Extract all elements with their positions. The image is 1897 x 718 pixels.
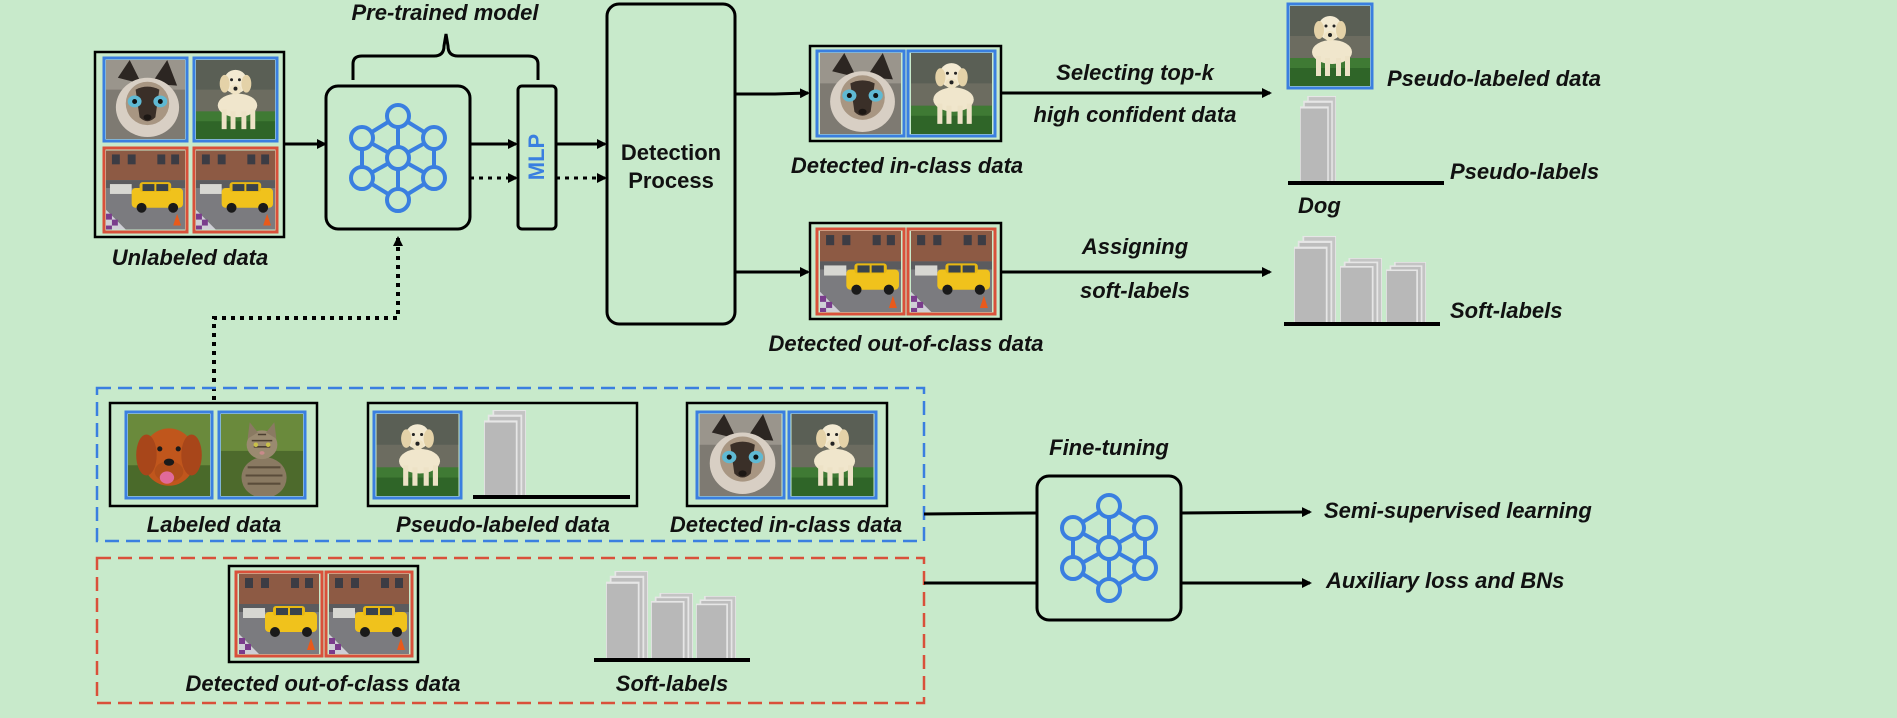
dog-photo bbox=[376, 414, 459, 496]
pseudo-label-bar bbox=[1300, 96, 1336, 182]
pseudo-labels-label: Pseudo-labels bbox=[1450, 159, 1600, 184]
bottom-detected-in-class-label: Detected in-class data bbox=[669, 512, 903, 537]
dog-photo bbox=[911, 53, 992, 134]
in-class-training-group bbox=[95, 386, 926, 543]
pseudo-labeled-data-label: Pseudo-labeled data bbox=[1387, 66, 1601, 91]
tabby-cat-photo bbox=[221, 414, 303, 496]
pretrained-model-brace bbox=[351, 33, 540, 80]
cat-photo bbox=[820, 53, 901, 134]
unlabeled-data-label: Unlabeled data bbox=[111, 245, 269, 270]
detected-out-of-class-panel bbox=[808, 221, 1003, 321]
soft-label-bar bbox=[1294, 236, 1336, 324]
mlp-label: MLP bbox=[524, 133, 549, 181]
labeled-data-panel bbox=[108, 401, 319, 508]
soft-label-bar bbox=[651, 593, 693, 659]
bottom-detected-out-of-class-panel bbox=[227, 564, 420, 664]
dog-photo bbox=[196, 60, 275, 139]
cat-photo bbox=[699, 414, 782, 496]
assigning-label-2: soft-labels bbox=[1079, 278, 1191, 303]
taxi-street-photo bbox=[329, 574, 409, 654]
dog-photo bbox=[791, 414, 874, 496]
unlabeled-data-panel bbox=[93, 50, 286, 239]
soft-label-bar bbox=[606, 571, 648, 659]
auxiliary-loss-label: Auxiliary loss and BNs bbox=[1326, 568, 1565, 593]
taxi-street-photo bbox=[911, 231, 992, 312]
cat-photo bbox=[106, 60, 185, 139]
neural-network-icon bbox=[1060, 493, 1158, 603]
fine-tuning-network-box bbox=[1035, 474, 1183, 622]
labeled-data-label: Labeled data bbox=[146, 512, 282, 537]
fine-tuning-label: Fine-tuning bbox=[1049, 435, 1169, 460]
pretrained-network-box bbox=[324, 84, 472, 231]
taxi-street-photo bbox=[239, 574, 319, 654]
taxi-street-photo bbox=[106, 150, 185, 230]
pseudo-label-bar bbox=[484, 410, 526, 496]
dog-class-label: Dog bbox=[1298, 193, 1341, 218]
bottom-detected-out-of-class-label: Detected out-of-class data bbox=[185, 671, 461, 696]
soft-label-bar bbox=[1340, 258, 1382, 324]
detection-process-box bbox=[605, 2, 737, 326]
neural-network-icon bbox=[349, 103, 447, 213]
detection-process-label: Detection Process bbox=[620, 140, 722, 193]
soft-labels-label: Soft-labels bbox=[1450, 298, 1563, 323]
soft-label-bar bbox=[696, 596, 736, 659]
detected-in-class-panel bbox=[808, 44, 1003, 143]
mlp-box bbox=[516, 84, 558, 231]
taxi-street-photo bbox=[196, 150, 275, 230]
bottom-soft-labels-label: Soft-labels bbox=[615, 671, 729, 696]
taxi-street-photo bbox=[820, 231, 901, 312]
bottom-detected-in-class-panel bbox=[685, 401, 889, 508]
detected-out-of-class-label: Detected out-of-class data bbox=[768, 331, 1044, 356]
bottom-pseudo-labeled-panel bbox=[366, 401, 639, 508]
detected-in-class-label: Detected in-class data bbox=[790, 153, 1024, 178]
bottom-pseudo-labeled-label: Pseudo-labeled data bbox=[396, 512, 610, 537]
selecting-label: Selecting top-k bbox=[1056, 60, 1214, 85]
soft-label-bar bbox=[1386, 262, 1426, 324]
semi-supervised-label: Semi-supervised learning bbox=[1324, 498, 1592, 523]
dog-photo bbox=[1290, 6, 1370, 86]
assigning-label: Assigning bbox=[1081, 234, 1189, 259]
out-of-class-training-group bbox=[95, 556, 926, 705]
pretrained-model-label: Pre-trained model bbox=[351, 0, 539, 25]
labeled-data-feedback-arrow bbox=[212, 236, 403, 400]
golden-retriever-photo bbox=[128, 414, 210, 496]
selecting-label-2: high confident data bbox=[1033, 102, 1237, 127]
